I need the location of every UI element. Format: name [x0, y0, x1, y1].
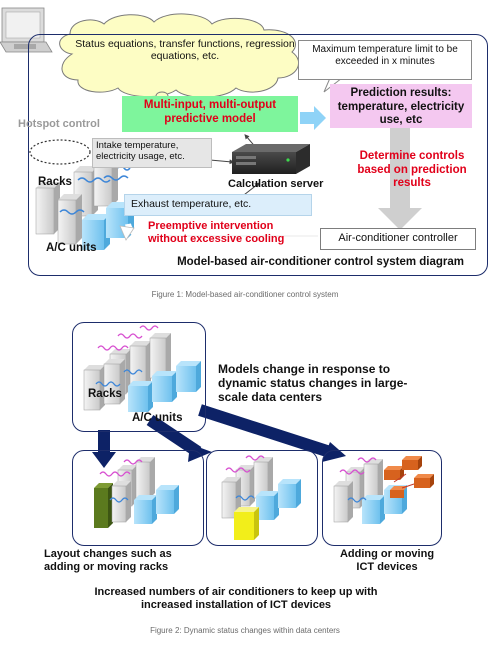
calculation-server-icon	[232, 144, 310, 174]
max-temp-callout: Maximum temperature limit to be exceeded…	[298, 40, 472, 80]
fig2-middle-panel	[206, 450, 318, 546]
fig2-right-panel	[322, 450, 442, 546]
intake-arrow	[209, 159, 235, 165]
fig2-top-panel	[72, 322, 206, 432]
figure2-caption: Figure 2: Dynamic status changes within …	[150, 626, 340, 635]
preemptive-text: Preemptive intervention without excessiv…	[148, 220, 285, 245]
ac-controller-box: Air-conditioner controller	[320, 228, 476, 250]
hotspot-ellipse	[29, 139, 91, 165]
hotspot-control-label: Hotspot control	[18, 118, 100, 130]
ac-units-label-fig2: A/C units	[132, 412, 183, 424]
ac-units-label-fig1: A/C units	[46, 242, 97, 254]
fig2-left-panel	[72, 450, 204, 546]
prediction-results-text: Prediction results: temperature, electri…	[337, 87, 465, 127]
determine-controls-text: Determine controls based on prediction r…	[357, 150, 467, 190]
controller-to-ac-arrowhead	[119, 225, 135, 241]
prediction-results-box: Prediction results: temperature, electri…	[330, 84, 472, 128]
racks-label-fig1: Racks	[38, 176, 72, 188]
ac-controller-text: Air-conditioner controller	[338, 232, 458, 244]
computer-icon	[0, 7, 53, 53]
predictive-model-box: Multi-input, multi-output predictive mod…	[122, 96, 298, 132]
models-change-text: Models change in response to dynamic sta…	[218, 362, 408, 405]
intake-box: Intake temperature, electricity usage, e…	[92, 138, 212, 168]
layout-changes-text: Layout changes such as adding or moving …	[44, 548, 172, 573]
diagram-title: Model-based air-conditioner control syst…	[177, 256, 464, 268]
intake-text: Intake temperature, electricity usage, e…	[96, 140, 185, 163]
controller-to-ac-arrow-casing	[125, 223, 318, 239]
racks-cluster-fig2-right	[333, 456, 434, 524]
cloud-text: Status equations, transfer functions, re…	[75, 38, 295, 63]
exhaust-text: Exhaust temperature, etc.	[131, 198, 252, 210]
calc-server-label: Calculation server	[228, 178, 324, 190]
figure1-caption: Figure 1: Model-based air-conditioner co…	[151, 290, 339, 299]
racks-cluster-fig2-left	[94, 457, 179, 528]
racks-cluster-fig2-top	[83, 325, 201, 412]
racks-label-fig2: Racks	[88, 388, 122, 400]
model-to-results-arrow	[300, 106, 326, 130]
exhaust-box: Exhaust temperature, etc.	[124, 194, 312, 216]
racks-cluster-fig2-middle	[221, 455, 301, 540]
increased-ac-text: Increased numbers of air conditioners to…	[94, 586, 378, 611]
max-temp-text: Maximum temperature limit to be exceeded…	[312, 44, 458, 67]
adding-ict-text: Adding or moving ICT devices	[339, 548, 435, 573]
results-to-controller-arrow	[378, 128, 422, 230]
figure1-frame	[28, 34, 488, 276]
predictive-model-text: Multi-input, multi-output predictive mod…	[143, 99, 277, 125]
